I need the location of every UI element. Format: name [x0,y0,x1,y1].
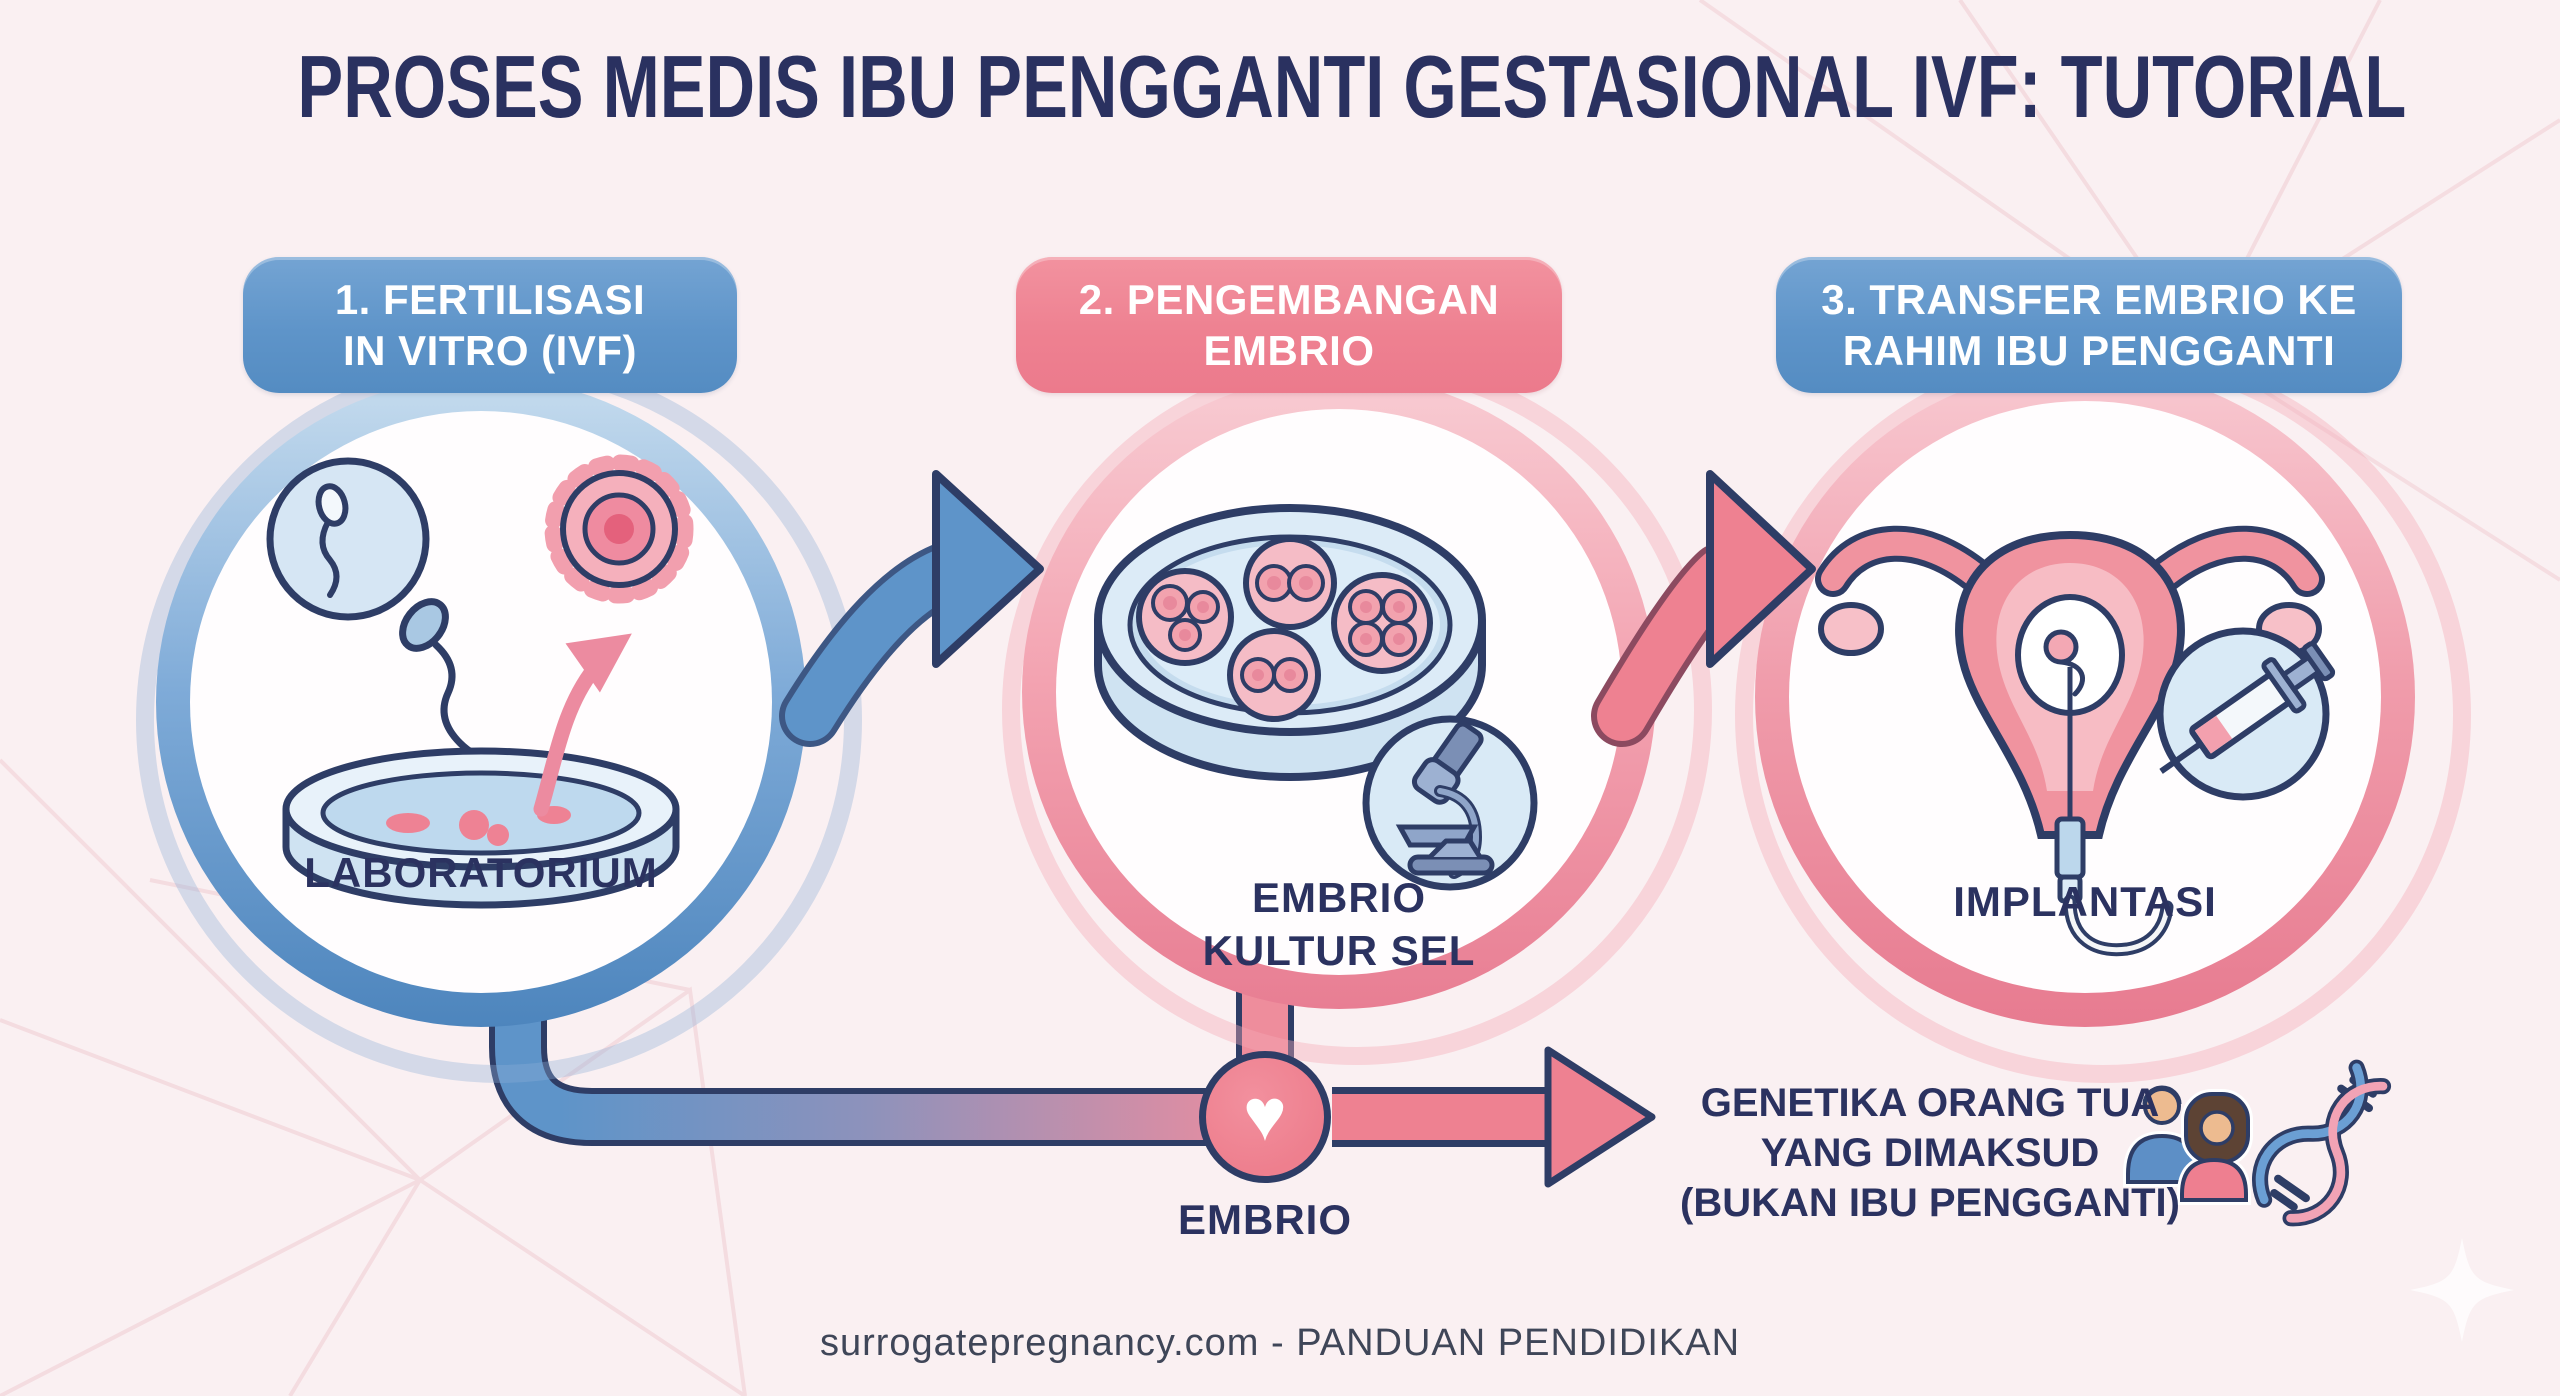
intended-parents-icon [2123,1085,2253,1205]
uterus-icon [1815,525,2325,957]
step-2-label-line2: EMBRIO [1203,327,1375,374]
heart-icon: ♥ [1243,1073,1287,1156]
page-title: PROSES MEDIS IBU PENGGANTI GESTASIONAL I… [297,37,2407,136]
embryo-node-label: EMBRIO [1178,1196,1352,1243]
genetics-arrow [1332,1046,1656,1188]
step-2-caption-line2: KULTUR SEL [1202,926,1476,974]
footer-credit: surrogatepregnancy.com - PANDUAN PENDIDI… [819,1322,1741,1364]
dna-helix-icon [2252,1059,2392,1227]
implantation-illustration [1815,525,2336,957]
step-3-label-line1: 3. TRANSFER EMBRIO KE [1821,275,2357,323]
arrow-step2-to-step3 [1591,470,1816,747]
step-3-badge: 3. TRANSFER EMBRIO KE RAHIM IBU PENGGANT… [1776,257,2402,393]
step-1-label-line1: 1. FERTILISASI [334,275,646,323]
step-2-caption: EMBRIO KULTUR SEL [1022,872,1656,978]
arrow-step1-to-step2 [779,470,1044,747]
step-2-caption-line1: EMBRIO [1252,874,1426,921]
step-3-caption: IMPLANTASI [1755,876,2415,929]
fertilization-arrow-icon [533,633,632,817]
embryo-cluster-icon [1243,536,1337,630]
step-3-caption-line1: IMPLANTASI [1953,878,2217,925]
step-1-caption-line1: LABORATORIUM [304,849,658,896]
step-1-caption: LABORATORIUM [156,847,806,900]
genetics-callout: GENETIKA ORANG TUA YANG DIMAKSUD (BUKAN … [1670,1078,2190,1228]
step-3-circle: IMPLANTASI [1755,367,2415,1027]
genetics-line1: GENETIKA ORANG TUA [1700,1081,2160,1125]
step-2-label-line1: 2. PENGEMBANGAN [1078,275,1500,323]
embryo-fetus-icon [2043,629,2085,697]
embryo-cluster-icon [1136,568,1234,666]
step-1-label-line2: IN VITRO (IVF) [343,327,637,374]
ivf-lab-illustration [266,454,694,909]
microscope-icon [1362,715,1538,891]
embryo-culture-dish-icon [1094,504,1486,781]
genetics-line3: (BUKAN IBU PENGGANTI) [1680,1181,2180,1225]
page-title-wrap: PROSES MEDIS IBU PENGGANTI GESTASIONAL I… [0,36,2560,138]
step-2-badge: 2. PENGEMBANGAN EMBRIO [1016,257,1562,393]
genetics-line2: YANG DIMAKSUD [1760,1131,2100,1175]
embryo-cluster-icon [1331,572,1433,674]
step-3-label-line2: RAHIM IBU PENGGANTI [1842,327,2336,374]
embryo-cluster-icon [1227,628,1321,722]
embryo-transfer-catheter-icon [2054,667,2174,957]
embryo-culture-illustration [1094,504,1538,891]
step-1-badge: 1. FERTILISASI IN VITRO (IVF) [243,257,737,393]
petri-dish-icon [282,747,680,909]
egg-cell-icon [544,454,694,604]
step-2-circle: EMBRIO KULTUR SEL [1022,375,1656,1009]
step-1-circle: LABORATORIUM [156,377,806,1027]
sperm-icon [266,457,430,621]
embryo-heart-node: ♥ [1199,1051,1331,1183]
genetics-icons [2123,1059,2392,1227]
syringe-icon [2156,627,2336,801]
sparkle-shape [2410,1238,2514,1342]
